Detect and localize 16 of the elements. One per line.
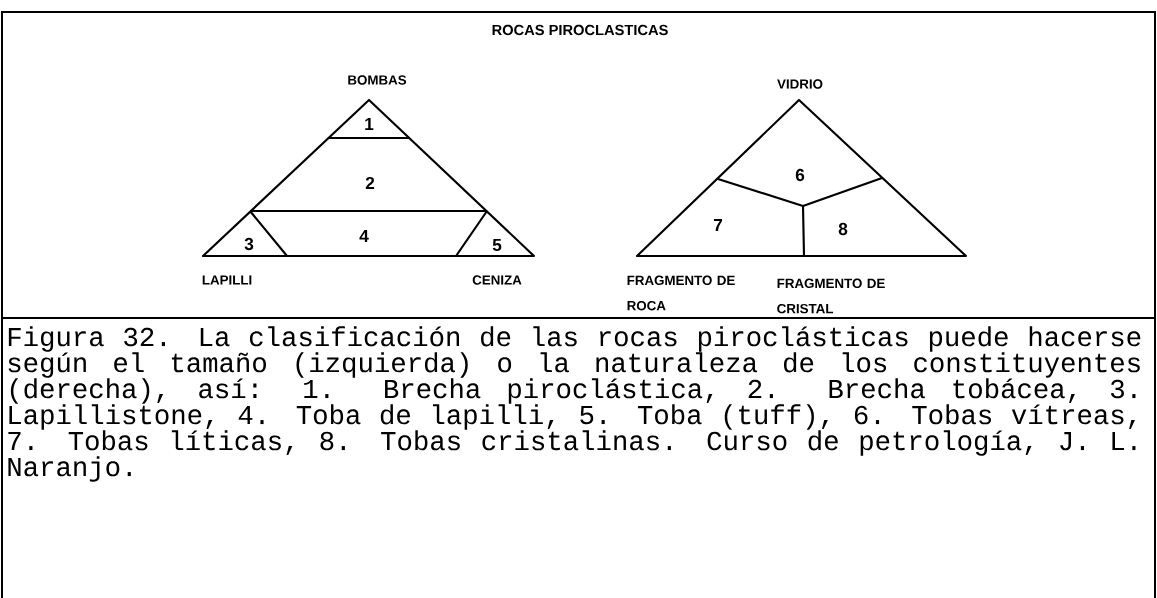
region-number: 4 (359, 230, 369, 242)
region-number: 1 (365, 118, 374, 130)
vertex-label: LAPILLI (202, 275, 252, 285)
region-number: 2 (365, 176, 375, 190)
vertex-label: CENIZA (472, 275, 522, 285)
region-number: 7 (713, 219, 723, 231)
region-number: 8 (838, 222, 848, 236)
region-number: 5 (492, 238, 502, 252)
vertex-label: FRAGMENTO DE ROCA (627, 275, 735, 311)
vertex-label: FRAGMENTO DE CRISTAL (777, 278, 885, 314)
vertex-label: BOMBAS (348, 75, 407, 85)
region-number: 6 (795, 168, 805, 182)
title: ROCAS PIROCLASTICAS (492, 24, 668, 36)
caption: Figura 32. La clasificación de las rocas piroclásticas puede hacerse según el tamaño (izquierda) o la naturaleza de los constituyentes (derecha), así: 1. Brecha piroclástica, 2. Brecha tobácea, 3. Lapillistone, 4. Toba de lapilli, 5. Toba (tuff), 6. Tobas vítreas, 7. Tobas líticas, 8. Tobas cristalinas. Curso de petrología, J. L. Naranjo. (8, 326, 1141, 482)
region-number: 3 (244, 237, 254, 251)
vertex-label: VIDRIO (777, 79, 823, 89)
